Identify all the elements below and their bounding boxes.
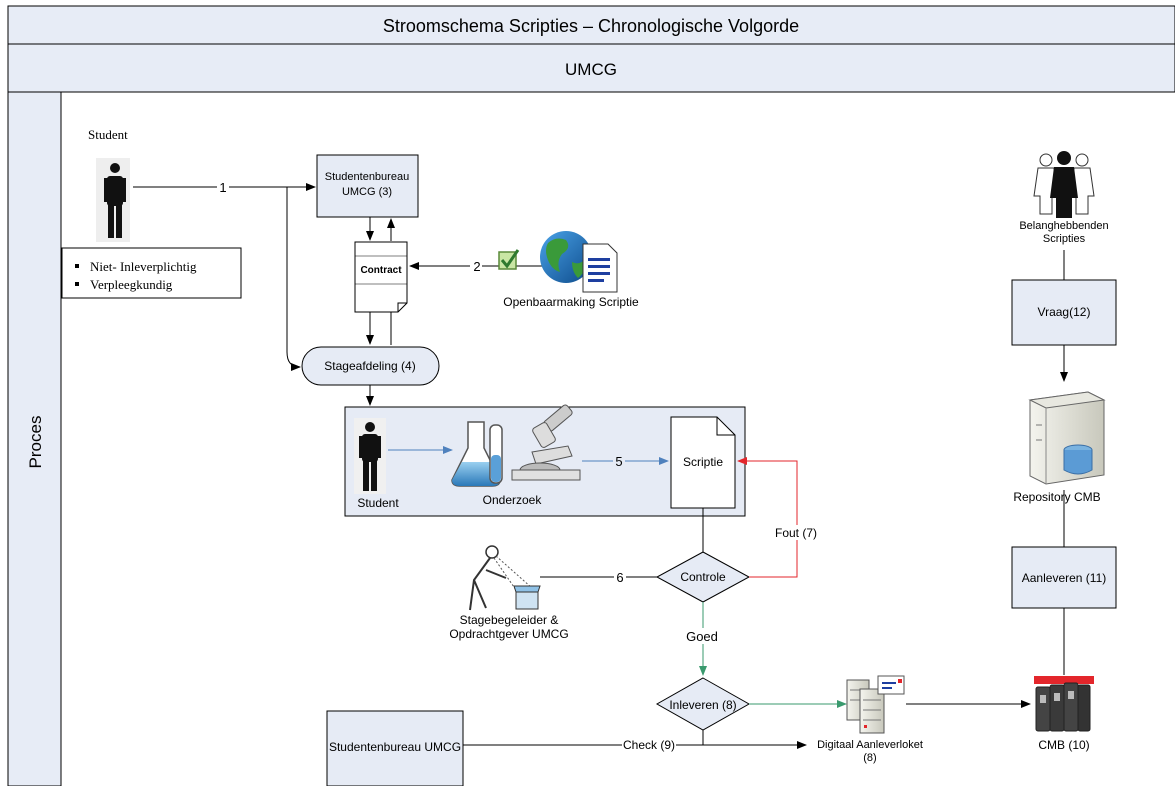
studentenbureau-label-2: UMCG (3) — [342, 186, 392, 198]
diagram-title: Stroomschema Scripties – Chronologische … — [383, 16, 799, 36]
research-student-icon — [354, 418, 386, 494]
research-student-label: Student — [357, 496, 399, 510]
microscope-icon — [511, 404, 581, 481]
stakeholders-group-icon — [1033, 151, 1095, 218]
aanleverloket-label-1: Digitaal Aanleverloket — [817, 739, 923, 751]
vraag-node: Vraag(12) — [1011, 279, 1117, 346]
edge-openbaarmaking-contract: 2 — [409, 259, 542, 274]
repository-label: Repository CMB — [1013, 490, 1100, 504]
organization-bar: UMCG — [7, 43, 1175, 93]
aanleveren-label: Aanleveren (11) — [1022, 571, 1107, 585]
edge-student-studentenbureau: 1 — [133, 180, 316, 195]
stakeholders-label-2: Scripties — [1043, 233, 1086, 245]
student-person-icon — [96, 158, 130, 242]
edge-fout — [737, 457, 798, 578]
lane-label: Proces — [26, 416, 45, 469]
aanleverloket-label-2: (8) — [863, 752, 876, 764]
cmb-binders-icon — [1034, 676, 1094, 732]
globe-document-icon — [540, 231, 618, 293]
studentenbureau-bottom-label: Studentenbureau UMCG — [329, 740, 461, 754]
edge-to-stageafdeling — [286, 187, 301, 371]
aanleveren-node: Aanleveren (11) — [1011, 546, 1117, 609]
inleveren-label: Inleveren (8) — [669, 698, 736, 712]
research-container: Student Onderzoek 5 Scriptie — [344, 404, 746, 517]
edge-label-6: 6 — [616, 570, 623, 585]
student-notes-box: Niet- Inleverplichtig Verpleegkundig — [61, 247, 242, 299]
onderzoek-label: Onderzoek — [483, 493, 543, 507]
studentenbureau-bottom-node: Studentenbureau UMCG — [326, 710, 464, 786]
edge-label-goed: Goed — [686, 629, 718, 644]
edge-label-2: 2 — [473, 259, 480, 274]
organization-label: UMCG — [565, 60, 617, 79]
process-lane: Proces — [7, 91, 62, 786]
contract-label: Contract — [360, 265, 402, 276]
controle-label: Controle — [680, 570, 726, 584]
begeleider-label-2: Opdrachtgever UMCG — [449, 627, 568, 641]
edge-label-check: Check (9) — [623, 738, 675, 752]
stageafdeling-node: Stageafdeling (4) — [301, 346, 440, 386]
edge-label-5: 5 — [615, 454, 622, 469]
stakeholders-label-1: Belanghebbenden — [1019, 220, 1108, 232]
note-item: Verpleegkundig — [90, 277, 173, 292]
supervisor-icon — [469, 545, 541, 611]
inleveren-decision: Inleveren (8) — [655, 677, 751, 731]
begeleider-label-1: Stagebegeleider & — [460, 613, 559, 627]
note-item: Niet- Inleverplichtig — [90, 259, 197, 274]
studentenbureau-node: Studentenbureau UMCG (3) — [316, 154, 419, 218]
title-bar: Stroomschema Scripties – Chronologische … — [7, 5, 1175, 45]
controle-decision: Controle — [655, 551, 751, 603]
scriptie-label: Scriptie — [683, 455, 723, 469]
studentenbureau-label-1: Studentenbureau — [325, 171, 409, 183]
vraag-label: Vraag(12) — [1038, 305, 1091, 319]
student-label: Student — [88, 127, 128, 142]
lab-flask-icon — [451, 421, 503, 487]
contract-document: Contract — [354, 241, 408, 313]
scriptie-document: Scriptie — [670, 416, 736, 509]
edge-label-1: 1 — [219, 180, 226, 195]
repository-server-icon — [1028, 391, 1106, 485]
server-stack-icon — [846, 675, 905, 734]
stageafdeling-label: Stageafdeling (4) — [324, 359, 415, 373]
checkbox-icon — [498, 249, 520, 270]
cmb-label: CMB (10) — [1038, 738, 1089, 752]
edge-label-fout: Fout (7) — [775, 526, 817, 540]
openbaarmaking-label: Openbaarmaking Scriptie — [503, 295, 639, 309]
